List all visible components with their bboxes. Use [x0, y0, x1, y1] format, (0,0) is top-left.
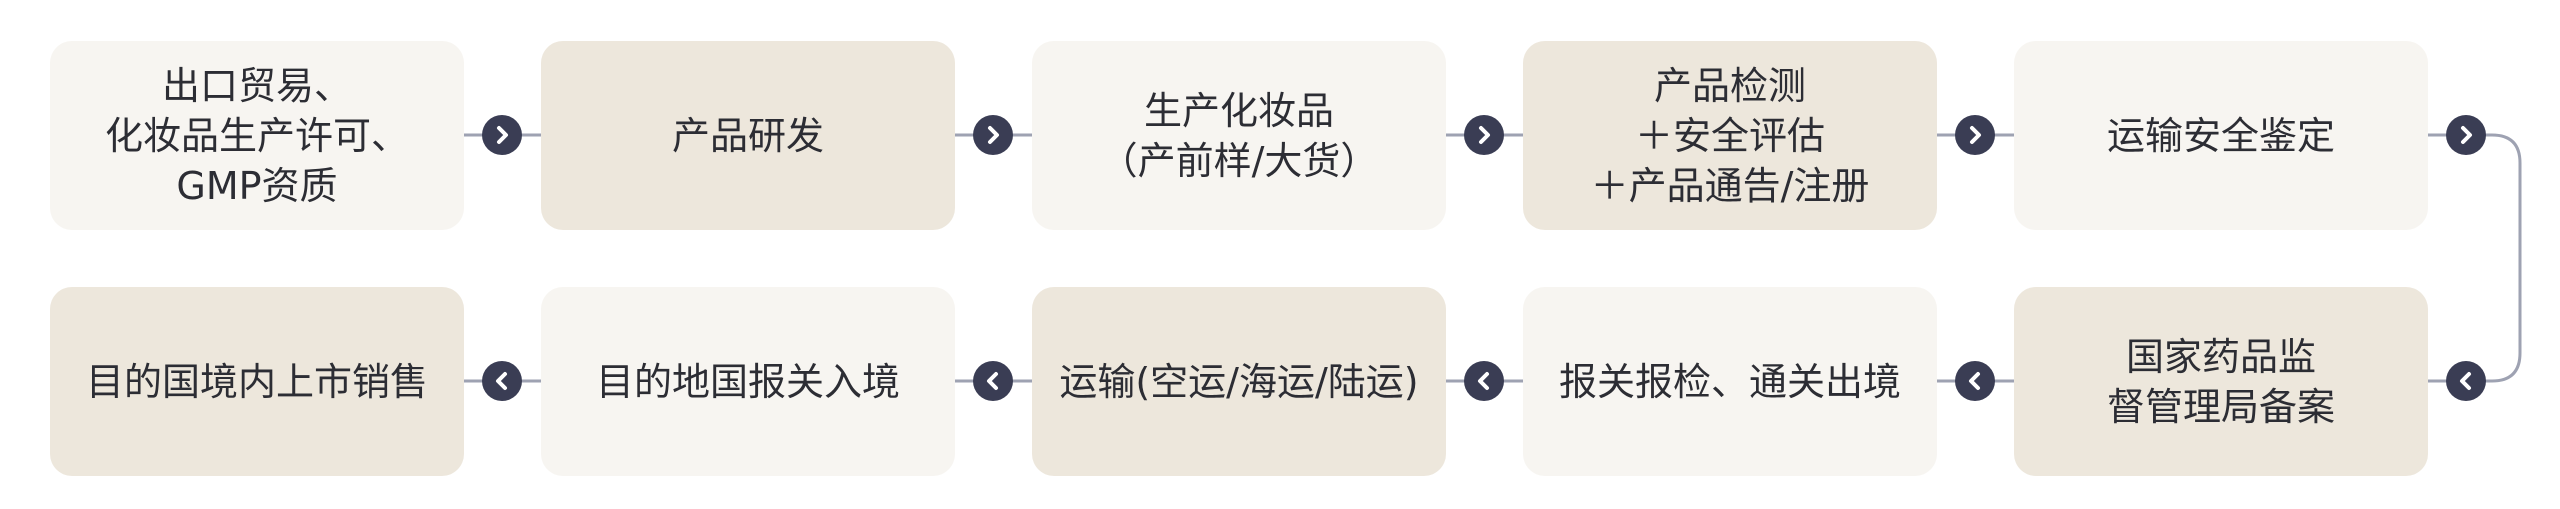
step-market-sales: 目的国境内上市销售: [50, 287, 464, 476]
chevron-right-icon: [2446, 115, 2486, 155]
chevron-right-icon: [973, 115, 1013, 155]
chevron-right-icon: [482, 115, 522, 155]
step-nmpa-filing: 国家药品监 督管理局备案: [2014, 287, 2428, 476]
step-product-rnd: 产品研发: [541, 41, 955, 230]
chevron-right-icon: [1955, 115, 1995, 155]
step-production: 生产化妆品 （产前样/大货）: [1032, 41, 1446, 230]
step-export-customs: 报关报检、通关出境: [1523, 287, 1937, 476]
chevron-left-icon: [973, 361, 1013, 401]
step-export-license: 出口贸易、 化妆品生产许可、 GMP资质: [50, 41, 464, 230]
step-testing-assessment: 产品检测 ＋安全评估 ＋产品通告/注册: [1523, 41, 1937, 230]
chevron-left-icon: [1955, 361, 1995, 401]
chevron-left-icon: [1464, 361, 1504, 401]
step-transport-safety: 运输安全鉴定: [2014, 41, 2428, 230]
step-import-customs: 目的地国报关入境: [541, 287, 955, 476]
step-transportation: 运输(空运/海运/陆运): [1032, 287, 1446, 476]
chevron-left-icon: [2446, 361, 2486, 401]
chevron-right-icon: [1464, 115, 1504, 155]
chevron-left-icon: [482, 361, 522, 401]
